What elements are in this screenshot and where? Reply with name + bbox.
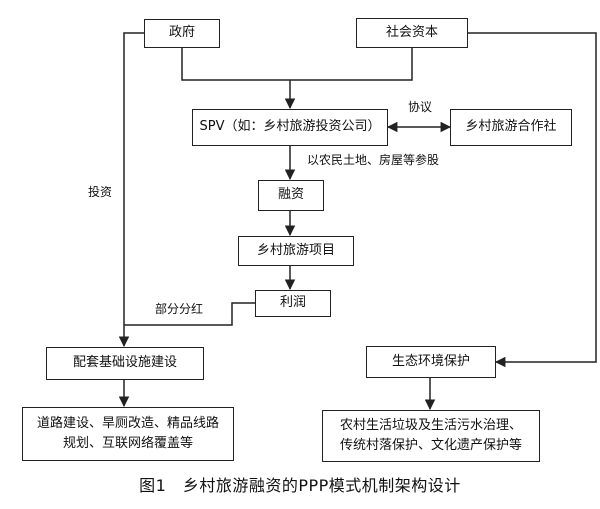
- node-rural-tourism-project: 乡村旅游项目: [238, 236, 354, 266]
- node-profit: 利润: [255, 290, 331, 317]
- infra-detail-line-1: 道路建设、旱厕改造、精品线路: [36, 415, 219, 431]
- label-land-shares: 以农民土地、房屋等参股: [307, 153, 440, 167]
- infra-detail-line-2: 规划、互联网络覆盖等: [62, 436, 193, 451]
- node-social-capital: 社会资本: [356, 18, 468, 48]
- node-eco-detail: 农村生活垃圾及生活污水治理、 传统村落保护、文化遗产保护等: [322, 410, 540, 462]
- label-investment: 投资: [88, 185, 113, 199]
- node-eco-protection: 生态环境保护: [366, 346, 496, 378]
- label-agreement: 协议: [408, 100, 433, 114]
- edge-gov-merge: [181, 46, 290, 81]
- node-cooperative: 乡村旅游合作社: [450, 109, 572, 146]
- eco-detail-line-1: 农村生活垃圾及生活污水治理、: [339, 417, 522, 433]
- edge-gov-invest: [118, 32, 144, 348]
- figure-caption: 图1 乡村旅游融资的PPP模式机制架构设计: [139, 476, 461, 495]
- node-infrastructure-detail: 道路建设、旱厕改造、精品线路 规划、互联网络覆盖等: [22, 407, 234, 461]
- edge-profit-dividend: [124, 302, 255, 326]
- edge-capital-merge: [290, 46, 413, 81]
- label-partial-dividend: 部分分红: [155, 302, 204, 316]
- node-infrastructure: 配套基础设施建设: [46, 347, 204, 380]
- node-government: 政府: [144, 19, 220, 48]
- edge-capital-eco: [468, 32, 597, 368]
- eco-detail-line-2: 传统村落保护、文化遗产保护等: [339, 438, 522, 453]
- node-financing: 融资: [258, 180, 324, 211]
- node-spv: SPV（如：乡村旅游投资公司）: [192, 109, 388, 146]
